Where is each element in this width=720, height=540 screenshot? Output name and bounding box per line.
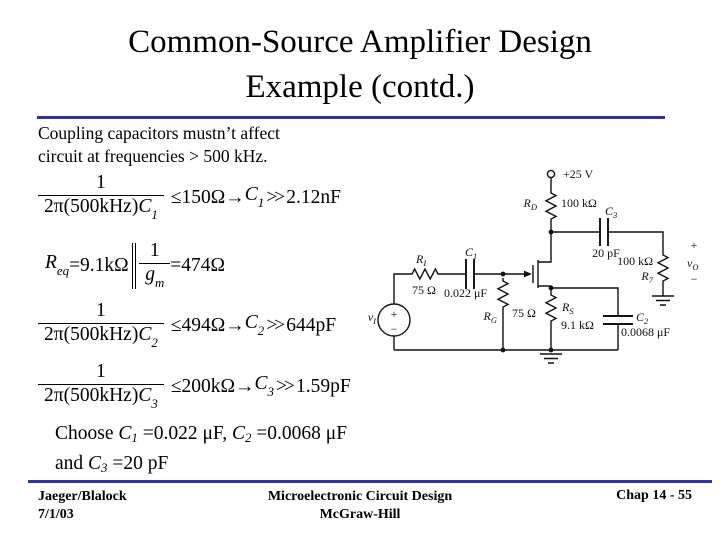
rg-label: RG xyxy=(483,309,497,325)
fraction-denominator: 2π(500kHz)C1 xyxy=(38,195,164,223)
result-value: 1.59pF xyxy=(295,375,351,397)
supply-label: +25 V xyxy=(563,167,594,181)
condition: ≤150Ω xyxy=(170,186,226,208)
result-value: 644pF xyxy=(286,314,337,336)
supply-terminal xyxy=(546,169,556,179)
node-dot xyxy=(548,347,554,353)
fraction-numerator: 1 xyxy=(96,300,106,321)
r7-resistor xyxy=(656,252,670,284)
condition: ≤494Ω xyxy=(170,314,226,336)
much-greater: >> xyxy=(266,314,285,336)
rs-value: 9.1 kΩ xyxy=(561,318,594,332)
r7-value: 100 kΩ xyxy=(617,254,653,268)
rg-value: 75 Ω xyxy=(512,306,536,320)
c1-value: 0.022 μF xyxy=(444,286,487,300)
rd-value: 100 kΩ xyxy=(561,196,597,210)
lhs-variable: Req xyxy=(45,252,70,279)
vo-minus: − xyxy=(691,272,698,286)
much-greater: >> xyxy=(275,375,295,397)
node-dot xyxy=(548,285,554,291)
title-line-2: Example (contd.) xyxy=(245,69,475,105)
equals-value: =9.1kΩ xyxy=(69,254,129,276)
result-value: =474Ω xyxy=(170,254,225,276)
rs-label: RS xyxy=(561,300,574,316)
circuit-diagram: +25 V RD 100 kΩ C3 20 pF 100 kΩ R7 + vO … xyxy=(368,167,698,364)
condition: ≤200kΩ xyxy=(170,375,235,397)
c1-label: C1 xyxy=(465,245,477,261)
c2-label: C2 xyxy=(636,310,649,326)
rd-resistor xyxy=(544,190,558,222)
mosfet xyxy=(532,260,539,288)
parallel-symbol xyxy=(131,242,137,289)
title-line-1: Common-Source Amplifier Design xyxy=(128,24,592,60)
vi-source xyxy=(377,303,411,337)
vi-minus: − xyxy=(391,322,398,336)
vi-plus: + xyxy=(391,307,398,321)
ground-symbol-r7 xyxy=(652,295,674,306)
fraction-denominator: gm xyxy=(139,263,171,291)
c3-capacitor xyxy=(599,218,609,246)
result-value: 2.12nF xyxy=(286,186,341,208)
ground-symbol-rs xyxy=(540,353,562,364)
footer-page-number: Chap 14 - 55 xyxy=(616,488,692,503)
c3-value: 20 pF xyxy=(592,246,620,260)
fraction-numerator: 1 xyxy=(96,361,106,382)
c2-value: 0.0068 μF xyxy=(621,325,670,339)
vo-label: vO xyxy=(687,256,698,272)
node-dot xyxy=(500,347,506,353)
c3-label: C3 xyxy=(605,204,617,220)
node-dot xyxy=(500,271,506,277)
footer-divider xyxy=(28,480,712,483)
c1-capacitor xyxy=(465,259,475,289)
ri-value: 75 Ω xyxy=(412,283,436,297)
vi-label: vI xyxy=(368,310,377,326)
arrow: → xyxy=(234,375,255,397)
intro-text: Coupling capacitors mustn’t affect circui… xyxy=(38,122,280,168)
intro-line-2: circuit at frequencies > 500 kHz. xyxy=(38,146,268,166)
fraction-denominator: 2π(500kHz)C3 xyxy=(38,384,164,412)
node-dot xyxy=(548,229,554,235)
gate-arrow xyxy=(524,270,532,278)
fraction-numerator: 1 xyxy=(149,240,160,261)
rs-resistor xyxy=(544,292,558,324)
ri-label: RI xyxy=(415,252,427,268)
rg-resistor xyxy=(496,278,510,310)
variable: C2 xyxy=(244,312,265,339)
rd-label: RD xyxy=(523,196,538,212)
variable: C1 xyxy=(244,184,265,211)
title-underline xyxy=(37,116,665,119)
ri-resistor xyxy=(407,267,443,281)
arrow: → xyxy=(225,314,245,336)
fraction-numerator: 1 xyxy=(96,172,106,193)
variable: C3 xyxy=(254,373,274,400)
arrow: → xyxy=(225,186,245,208)
vo-plus: + xyxy=(691,238,698,252)
intro-line-1: Coupling capacitors mustn’t affect xyxy=(38,123,280,143)
much-greater: >> xyxy=(266,186,285,208)
r7-label: R7 xyxy=(640,269,653,285)
fraction-denominator: 2π(500kHz)C2 xyxy=(38,323,164,351)
c2-capacitor xyxy=(603,315,633,325)
